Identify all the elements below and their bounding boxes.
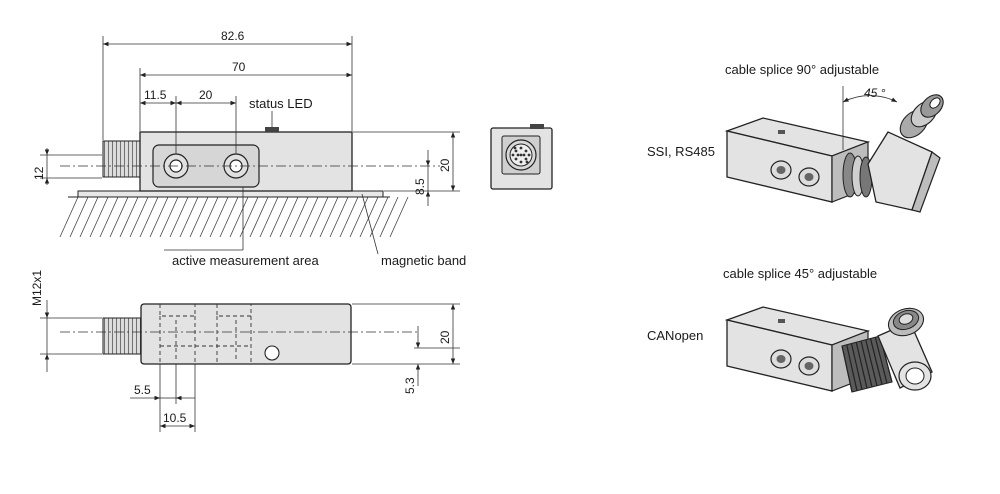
connector-pin — [514, 149, 518, 153]
magnetic-band — [77, 190, 384, 198]
hatch-line — [189, 196, 209, 238]
hatch-line — [259, 196, 279, 238]
hatch-line — [349, 196, 369, 238]
active-area-label: active measurement area — [172, 253, 319, 268]
connector-pin — [519, 153, 523, 157]
connector-pin — [524, 157, 528, 161]
variant-90: cable splice 90° adjustable SSI, RS485 4… — [647, 62, 944, 213]
variant-45-interface: CANopen — [647, 328, 703, 343]
hatch-line — [139, 196, 159, 238]
hatch-line — [229, 196, 249, 238]
knurl-line — [865, 339, 878, 386]
connector-pin — [511, 153, 515, 157]
variant-45-title: cable splice 45° adjustable — [723, 266, 877, 281]
hatch-line — [319, 196, 339, 238]
dim-20-pitch: 20 — [199, 88, 213, 102]
hatch-line — [69, 196, 89, 238]
bottom-view: M12x1 20 5.3 5.5 10.5 — [30, 270, 460, 432]
hatch-line — [279, 196, 299, 238]
hatch-line — [79, 196, 99, 238]
dim-10-5: 10.5 — [163, 411, 187, 425]
hatch-line — [389, 196, 409, 238]
connector-pin — [527, 153, 531, 157]
connector-pin — [519, 160, 523, 164]
hatch-line — [119, 196, 139, 238]
dim-11-5: 11.5 — [144, 88, 167, 102]
hatch-line — [89, 196, 109, 238]
variant-90-title: cable splice 90° adjustable — [725, 62, 879, 77]
connector-pin — [519, 146, 523, 150]
hatch-line — [379, 196, 399, 238]
hatch-line — [309, 196, 329, 238]
connector-pin — [516, 153, 520, 157]
dim-5-3: 5.3 — [403, 377, 417, 394]
dim-70: 70 — [232, 60, 246, 74]
bottom-connector — [102, 317, 142, 355]
knurl-line — [846, 344, 858, 391]
dim-20-height: 20 — [438, 158, 452, 172]
connector-pin — [522, 153, 526, 157]
connector-thread — [102, 140, 142, 178]
hatch-line — [99, 196, 119, 238]
hatch-line — [159, 196, 179, 238]
hatch-line — [269, 196, 289, 238]
dim-8-5: 8.5 — [413, 178, 427, 195]
dim-m12x1: M12x1 — [30, 270, 44, 306]
dim-82-6: 82.6 — [221, 29, 245, 43]
hatch-line — [289, 196, 309, 238]
variant-90-interface: SSI, RS485 — [647, 144, 715, 159]
end-view — [490, 124, 553, 190]
hatch-line — [359, 196, 379, 238]
knurl-line — [874, 337, 888, 384]
hatch-line — [209, 196, 229, 238]
knurl-line — [855, 342, 868, 389]
hatch-line — [129, 196, 149, 238]
dim-5-5: 5.5 — [134, 383, 151, 397]
hatch-line — [219, 196, 239, 238]
hatch-line — [179, 196, 199, 238]
angle-45-label: 45 ° — [864, 86, 886, 100]
dim-20-bottom: 20 — [438, 330, 452, 344]
connector-pin — [525, 160, 529, 164]
hatch-line — [249, 196, 269, 238]
hatch-line — [299, 196, 319, 238]
connector-pin — [514, 157, 518, 161]
connector-pin — [513, 146, 517, 150]
hatch-line — [149, 196, 169, 238]
knurl-line — [850, 343, 863, 390]
knurl-line — [869, 338, 883, 385]
side-view: 82.6 70 11.5 20 status LED 12 20 8.5 — [32, 29, 466, 268]
status-led-label: status LED — [249, 96, 313, 111]
hatch-line — [109, 196, 129, 238]
knurl-line — [841, 345, 853, 393]
ground-hatching — [59, 196, 409, 238]
connector-pins — [511, 146, 531, 164]
hatch-line — [329, 196, 349, 238]
hatch-line — [369, 196, 389, 238]
hatch-line — [339, 196, 359, 238]
hatch-line — [169, 196, 189, 238]
hatch-line — [199, 196, 219, 238]
hatch-line — [59, 196, 79, 238]
status-led — [265, 127, 279, 132]
dim-12: 12 — [32, 166, 46, 180]
variant-45: cable splice 45° adjustable CANopen — [647, 266, 933, 393]
connector-pin — [524, 149, 528, 153]
knurl-line — [860, 340, 873, 388]
magnetic-band-label: magnetic band — [381, 253, 466, 268]
